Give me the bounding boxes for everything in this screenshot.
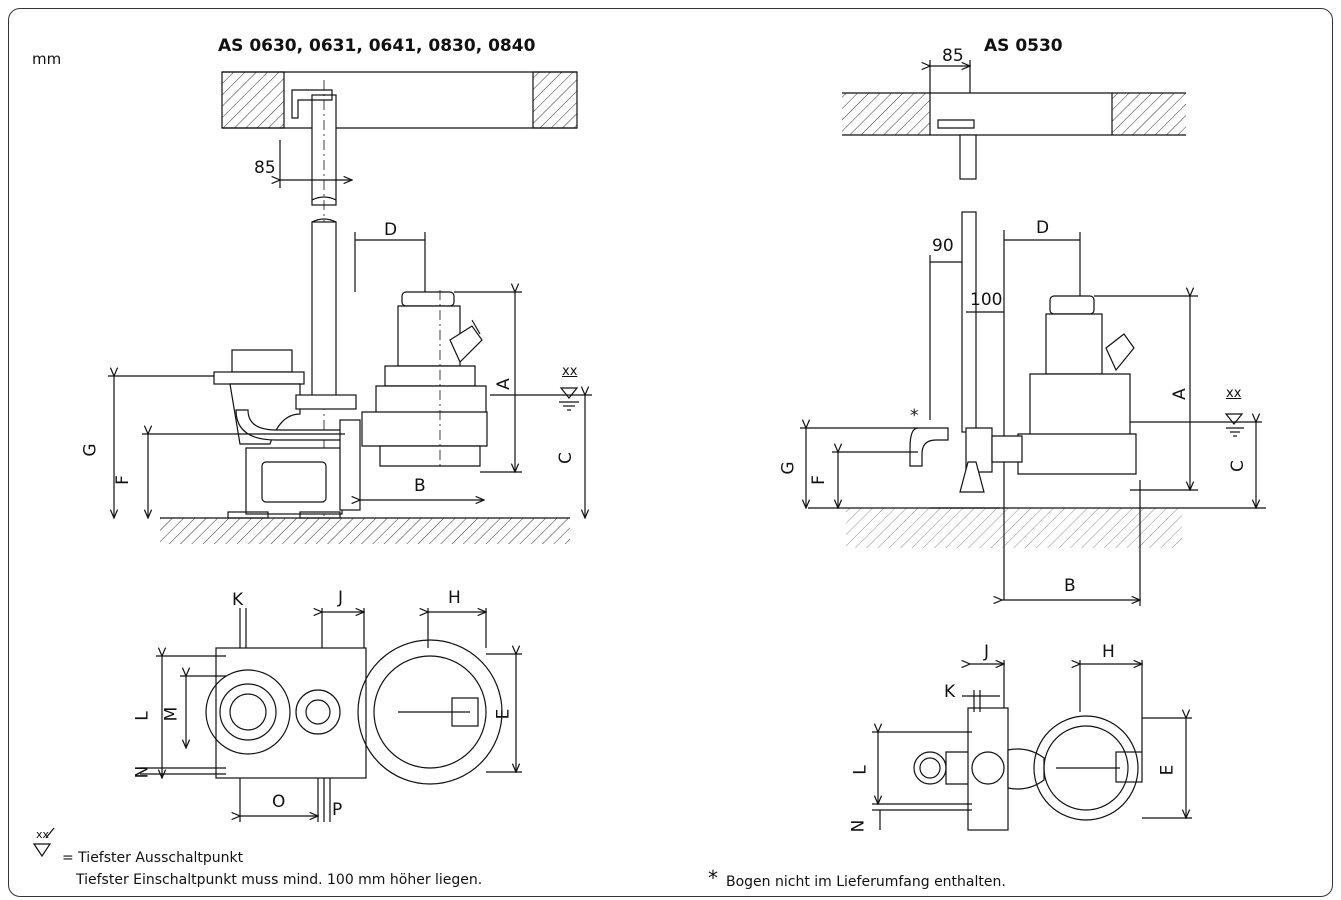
left-side-view (108, 71, 592, 544)
dim-label-b-right: B (1064, 576, 1076, 596)
dim-label-f: F (112, 475, 133, 485)
right-side-view (800, 60, 1266, 606)
dim-label-l-right: L (850, 765, 871, 775)
legend-line-1: = Tiefster Ausschaltpunkt (62, 850, 244, 866)
unit-label: mm (32, 50, 62, 68)
dim-90: 90 (932, 236, 954, 256)
dim-85-left: 85 (254, 158, 276, 178)
left-figure-title: AS 0630, 0631, 0641, 0830, 0840 (218, 36, 536, 56)
dim-label-m: M (161, 706, 182, 722)
left-plan-view (140, 608, 522, 822)
dim-label-k: K (232, 590, 244, 610)
dim-label-a-right: A (1169, 388, 1190, 400)
dim-label-k-right: K (944, 682, 956, 702)
right-plan-view (872, 660, 1192, 831)
dim-85-right: 85 (942, 46, 964, 66)
dim-100: 100 (970, 290, 1003, 310)
dim-label-p: P (332, 800, 343, 820)
dim-label-n-right: N (848, 819, 869, 833)
dim-label-n: N (132, 765, 153, 779)
dim-label-e-right: E (1157, 764, 1178, 776)
legend-level-icon (32, 827, 55, 858)
dim-label-d-right: D (1036, 218, 1050, 238)
dim-label-g-right: G (778, 461, 799, 475)
legend-line-2: Tiefster Einschaltpunkt muss mind. 100 m… (76, 872, 483, 888)
footnote-text: Bogen nicht im Lieferumfang enthalten. (726, 874, 1006, 890)
dim-label-g: G (80, 443, 101, 457)
right-figure-title: AS 0530 (984, 36, 1063, 56)
dim-label-f-right: F (808, 475, 829, 485)
dim-label-h-right: H (1102, 642, 1115, 662)
legend-symbol: xx (36, 828, 50, 841)
dim-label-d: D (384, 220, 398, 240)
dim-label-c-right: C (1227, 460, 1248, 472)
footnote-mark: * (708, 866, 718, 890)
dim-label-c: C (555, 452, 576, 464)
dim-label-l: L (132, 711, 153, 721)
dim-label-j: J (338, 588, 344, 608)
dim-label-a: A (493, 378, 514, 390)
dim-label-o: O (272, 792, 286, 812)
level-symbol-left: xx (562, 364, 578, 379)
asterisk-mark: * (910, 406, 919, 426)
level-symbol-right: xx (1226, 386, 1242, 401)
dim-label-e: E (493, 708, 514, 720)
dim-label-b: B (414, 476, 426, 496)
dim-label-h: H (448, 588, 461, 608)
dim-label-j-right: J (984, 642, 990, 662)
